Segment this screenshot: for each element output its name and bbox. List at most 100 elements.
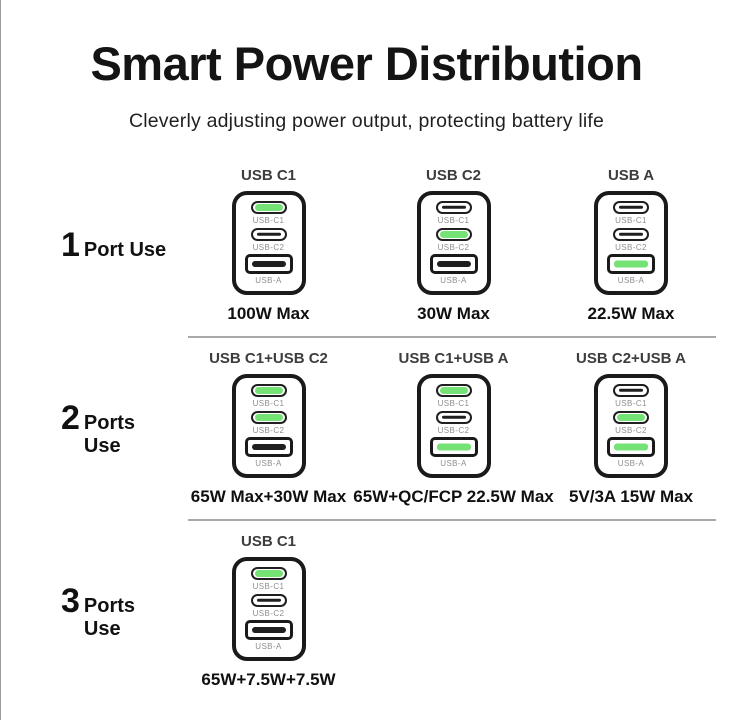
usb-c1-port bbox=[613, 383, 649, 397]
page-header: Smart Power Distribution Cleverly adjust… bbox=[1, 0, 732, 133]
charger-header: USB C1 bbox=[240, 167, 296, 184]
usb-a-port bbox=[244, 254, 293, 275]
charger-caption: 65W+QC/FCP 22.5W Max bbox=[353, 487, 554, 506]
usb-a-port bbox=[607, 254, 655, 275]
usb-c1-port bbox=[613, 200, 649, 214]
row-3-ports-use: 3 Ports Use USB C1 USB-C1 USB-C2 USB-A 6 bbox=[1, 533, 732, 690]
usb-a-port bbox=[429, 437, 478, 458]
charger-caption: 5V/3A 15W Max bbox=[568, 487, 694, 506]
charger-body: USB-C1 USB-C2 USB-A bbox=[416, 374, 491, 478]
row-2-ports-use: 2 Ports Use USB C1+USB C2 USB-C1 USB-C2 … bbox=[1, 350, 732, 507]
usb-a-port-group: USB-A bbox=[607, 437, 655, 468]
usb-a-port-group: USB-A bbox=[429, 254, 478, 286]
charger-header: USB C1+USB C2 bbox=[209, 350, 328, 367]
charger-card: USB C2 USB-C1 USB-C2 USB-A 30W Max bbox=[361, 167, 546, 324]
usb-c2-port bbox=[250, 410, 287, 424]
charger-card: USB C1+USB A USB-C1 USB-C2 USB-A 65W+QC/… bbox=[353, 350, 553, 507]
usb-c1-port-group: USB-C1 bbox=[435, 383, 472, 408]
charger-card: USB C1+USB C2 USB-C1 USB-C2 USB-A 65W Ma… bbox=[176, 350, 361, 507]
usb-c2-port-label: USB-C2 bbox=[252, 242, 285, 252]
charger-caption: 30W Max bbox=[417, 304, 490, 323]
usb-a-port-label: USB-A bbox=[617, 459, 645, 469]
usb-a-port-group: USB-A bbox=[244, 437, 293, 469]
charger-header: USB C2 bbox=[425, 167, 481, 184]
charger-caption: 100W Max bbox=[227, 304, 310, 323]
row-1-text: Port Use bbox=[83, 239, 167, 261]
charger-body: USB-C1 USB-C2 USB-A bbox=[231, 557, 306, 661]
usb-c2-port-group: USB-C2 bbox=[250, 593, 287, 618]
row-2-label: 2 Ports Use bbox=[1, 399, 176, 458]
usb-c2-port bbox=[613, 227, 649, 241]
usb-c2-port bbox=[250, 227, 287, 241]
usb-a-port-label: USB-A bbox=[440, 459, 467, 469]
usb-c2-port-label: USB-C2 bbox=[615, 242, 647, 252]
usb-c1-port bbox=[250, 200, 287, 214]
usb-c1-port-group: USB-C1 bbox=[250, 383, 287, 408]
usb-c2-port-group: USB-C2 bbox=[613, 410, 649, 435]
charger-caption: 22.5W Max bbox=[587, 304, 675, 323]
usb-c1-port-label: USB-C1 bbox=[252, 581, 285, 591]
row-2-text: Ports Use bbox=[83, 412, 136, 457]
usb-c2-port-label: USB-C2 bbox=[615, 425, 647, 435]
usb-c2-port bbox=[435, 227, 472, 241]
usb-c2-port-group: USB-C2 bbox=[613, 227, 649, 252]
usb-c2-port-label: USB-C2 bbox=[252, 608, 285, 618]
usb-a-port-group: USB-A bbox=[244, 254, 293, 286]
usb-c2-port-label: USB-C2 bbox=[252, 425, 285, 435]
row-divider bbox=[188, 336, 716, 338]
charger-body: USB-C1 USB-C2 USB-A bbox=[231, 374, 306, 478]
usb-c1-port-label: USB-C1 bbox=[252, 215, 285, 225]
row-3-text: Ports Use bbox=[83, 595, 136, 640]
usb-c1-port bbox=[435, 200, 472, 214]
usb-c2-port-group: USB-C2 bbox=[435, 227, 472, 252]
charger-caption: 65W+7.5W+7.5W bbox=[201, 670, 336, 689]
usb-c1-port bbox=[250, 383, 287, 397]
charger-card: USB C1 USB-C1 USB-C2 USB-A 65W+7.5W+7.5W bbox=[176, 533, 361, 690]
charger-header: USB C1+USB A bbox=[398, 350, 509, 367]
charger-body: USB-C1 USB-C2 USB-A bbox=[231, 191, 306, 295]
charger-body: USB-C1 USB-C2 USB-A bbox=[416, 191, 491, 295]
usb-c2-port-group: USB-C2 bbox=[250, 410, 287, 435]
usb-a-port-label: USB-A bbox=[440, 276, 467, 286]
row-3-label: 3 Ports Use bbox=[1, 582, 176, 641]
charger-card: USB C2+USB A USB-C1 USB-C2 USB-A 5V/3A 1… bbox=[546, 350, 716, 507]
charger-body: USB-C1 USB-C2 USB-A bbox=[594, 191, 668, 295]
usb-c1-port-group: USB-C1 bbox=[250, 566, 287, 591]
usb-c2-port-label: USB-C2 bbox=[437, 242, 470, 252]
usb-c1-port-group: USB-C1 bbox=[435, 200, 472, 225]
usb-c1-port bbox=[435, 383, 472, 397]
usb-a-port-label: USB-A bbox=[617, 276, 645, 286]
charger-header: USB C1 bbox=[240, 533, 296, 550]
usb-a-port-group: USB-A bbox=[607, 254, 655, 285]
usb-c1-port-group: USB-C1 bbox=[613, 383, 649, 408]
usb-c1-port-label: USB-C1 bbox=[252, 398, 285, 408]
charger-card: USB C1 USB-C1 USB-C2 USB-A 100W Max bbox=[176, 167, 361, 324]
usb-c2-port bbox=[613, 410, 649, 424]
usb-c1-port-group: USB-C1 bbox=[613, 200, 649, 225]
usb-c1-port-label: USB-C1 bbox=[615, 398, 647, 408]
charger-body: USB-C1 USB-C2 USB-A bbox=[594, 374, 668, 478]
page-title: Smart Power Distribution bbox=[90, 37, 643, 90]
distribution-rows: 1 Port Use USB C1 USB-C1 USB-C2 USB-A 10 bbox=[1, 167, 732, 690]
usb-a-port-group: USB-A bbox=[429, 437, 478, 469]
usb-c1-port bbox=[250, 566, 287, 580]
usb-a-port-label: USB-A bbox=[255, 276, 282, 286]
row-2-number: 2 bbox=[61, 399, 80, 437]
row-1-label: 1 Port Use bbox=[1, 226, 176, 265]
charger-header: USB C2+USB A bbox=[576, 350, 686, 367]
usb-a-port-label: USB-A bbox=[255, 642, 282, 652]
usb-a-port bbox=[607, 437, 655, 458]
usb-c2-port bbox=[435, 410, 472, 424]
usb-c1-port-label: USB-C1 bbox=[615, 215, 647, 225]
usb-c2-port-label: USB-C2 bbox=[437, 425, 470, 435]
usb-a-port-label: USB-A bbox=[255, 459, 282, 469]
usb-a-port-group: USB-A bbox=[244, 620, 293, 652]
usb-c1-port-label: USB-C1 bbox=[437, 215, 470, 225]
row-3-number: 3 bbox=[61, 582, 80, 620]
charger-caption: 65W Max+30W Max bbox=[190, 487, 347, 506]
usb-c2-port bbox=[250, 593, 287, 607]
usb-c1-port-label: USB-C1 bbox=[437, 398, 470, 408]
charger-card: USB A USB-C1 USB-C2 USB-A 22.5W Max bbox=[546, 167, 716, 324]
usb-a-port bbox=[429, 254, 478, 275]
page-subtitle: Cleverly adjusting power output, protect… bbox=[128, 110, 605, 132]
